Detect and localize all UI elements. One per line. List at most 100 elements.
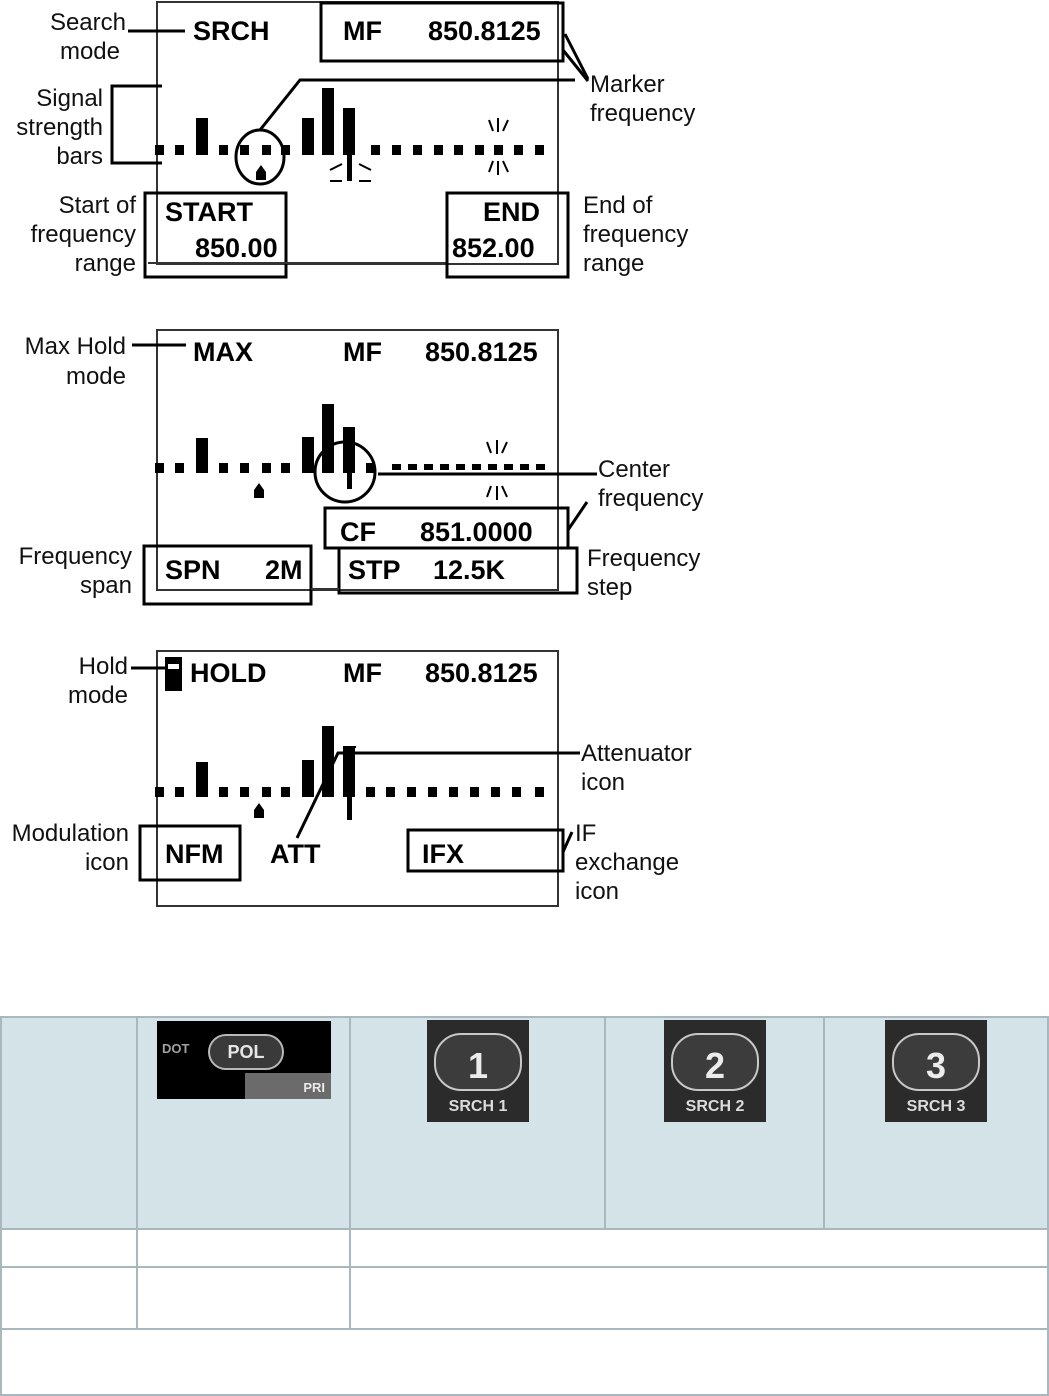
callout-modulation-2: icon — [85, 849, 129, 876]
table-row — [0, 1328, 1049, 1396]
callout-end-3: range — [583, 250, 644, 277]
table-cell — [349, 1228, 1049, 1268]
marker-label-2: MF — [343, 337, 382, 367]
callout-if-3: icon — [575, 878, 619, 905]
marker-value-3: 850.8125 — [425, 658, 538, 688]
panel-hold-mode: HOLD MF 850.8125 — [12, 650, 692, 907]
attenuator-value: ATT — [270, 839, 321, 869]
cf-value: 851.0000 — [420, 517, 533, 547]
callout-signal-3: bars — [56, 143, 103, 170]
marker-label-3: MF — [343, 658, 382, 688]
callout-signal: Signal — [36, 85, 103, 112]
end-frequency-box — [445, 191, 570, 279]
span-value: 2M — [265, 555, 303, 585]
callout-if-2: exchange — [575, 849, 679, 876]
callout-modulation: Modulation — [12, 820, 129, 847]
mode-text-max: MAX — [193, 337, 253, 367]
callout-center-2: frequency — [598, 485, 703, 512]
callout-search-mode: Search — [50, 9, 126, 36]
step-box — [337, 546, 579, 595]
srch1-number: 1 — [468, 1045, 488, 1086]
callout-step-2: step — [587, 574, 632, 601]
spectrum-display-diagram: SRCH MF 850.8125 — [12, 1, 703, 907]
callout-marker-2: frequency — [590, 100, 695, 127]
srch1-label: SRCH 1 — [448, 1098, 507, 1115]
panel-max-hold-mode: MAX MF 850.8125 — [19, 329, 703, 606]
step-value: 12.5K — [433, 555, 506, 585]
span-box — [142, 544, 313, 606]
srch3-button-image: 3 SRCH 3 — [885, 1020, 988, 1122]
pol-button-image: DOT POL PRI — [156, 1021, 331, 1099]
lcd-frame-3 — [156, 650, 559, 907]
callout-lines-3 — [131, 666, 580, 853]
pol-label: POL — [227, 1042, 264, 1062]
callout-signal-2: strength — [16, 114, 103, 141]
flash-marker-1 — [329, 118, 509, 182]
callout-start-2: frequency — [31, 221, 136, 248]
callout-span: Frequency — [19, 543, 132, 570]
pri-label: PRI — [303, 1080, 325, 1095]
signal-bars-1 — [155, 88, 544, 181]
table-row — [0, 1228, 1049, 1268]
start-label: START — [165, 197, 253, 227]
callout-if: IF — [575, 820, 596, 847]
span-label: SPN — [165, 555, 221, 585]
start-frequency-box — [143, 191, 288, 279]
callout-start: Start of — [59, 192, 137, 219]
srch2-number: 2 — [705, 1045, 725, 1086]
button-table: DOT POL PRI 1 SRCH 1 2 SRCH 2 — [0, 1016, 1049, 1396]
callout-hold-2: mode — [68, 682, 128, 709]
lcd-frame-2 — [156, 329, 559, 591]
table-cell — [0, 1228, 138, 1268]
marker-frequency-box-1 — [319, 1, 565, 63]
signal-bars-3 — [155, 726, 544, 820]
marker-value-2: 850.8125 — [425, 337, 538, 367]
table-cell-srch1: 1 SRCH 1 — [349, 1016, 606, 1230]
table-row — [0, 1266, 1049, 1330]
table-cell-empty — [0, 1016, 138, 1230]
mode-text-hold: HOLD — [190, 658, 267, 688]
if-exchange-value: IFX — [422, 839, 464, 869]
marker-label-1: MF — [343, 16, 382, 46]
callout-start-3: range — [75, 250, 136, 277]
table-header-row: DOT POL PRI 1 SRCH 1 2 SRCH 2 — [0, 1016, 1049, 1230]
center-circle — [313, 440, 377, 504]
callout-end-2: frequency — [583, 221, 688, 248]
table-cell — [0, 1266, 138, 1330]
table-cell — [0, 1328, 1049, 1396]
callout-span-2: span — [80, 572, 132, 599]
table-cell — [349, 1266, 1049, 1330]
modulation-box — [138, 824, 242, 882]
dot-label: DOT — [162, 1041, 190, 1056]
callout-attenuator: Attenuator — [581, 740, 692, 767]
callout-marker: Marker — [590, 71, 665, 98]
srch3-number: 3 — [926, 1045, 946, 1086]
step-label: STP — [348, 555, 401, 585]
modulation-value: NFM — [165, 839, 223, 869]
flash-marker-2 — [486, 440, 508, 500]
callout-end: End of — [583, 192, 653, 219]
table-cell — [135, 1228, 352, 1268]
table-cell-srch3: 3 SRCH 3 — [823, 1016, 1049, 1230]
callout-hold: Hold — [79, 653, 128, 680]
start-value: 850.00 — [195, 233, 278, 263]
srch1-button-image: 1 SRCH 1 — [426, 1020, 529, 1122]
end-value: 852.00 — [452, 233, 535, 263]
callout-lines-1 — [110, 29, 590, 165]
callout-search-mode-2: mode — [60, 38, 120, 65]
callout-center: Center — [598, 456, 670, 483]
end-label: END — [483, 197, 540, 227]
cf-label: CF — [340, 517, 376, 547]
callout-step: Frequency — [587, 545, 700, 572]
table-cell-pol: DOT POL PRI — [135, 1016, 352, 1230]
srch2-label: SRCH 2 — [685, 1098, 744, 1115]
srch3-label: SRCH 3 — [907, 1098, 966, 1115]
signal-bars-2 — [155, 404, 545, 498]
mode-text-srch: SRCH — [193, 16, 270, 46]
callout-lines-2 — [132, 343, 597, 531]
marker-value-1: 850.8125 — [428, 16, 541, 46]
hold-indicator — [165, 657, 182, 691]
callout-max-hold-2: mode — [66, 363, 126, 390]
srch2-button-image: 2 SRCH 2 — [663, 1020, 766, 1122]
callout-max-hold: Max Hold — [25, 333, 126, 360]
